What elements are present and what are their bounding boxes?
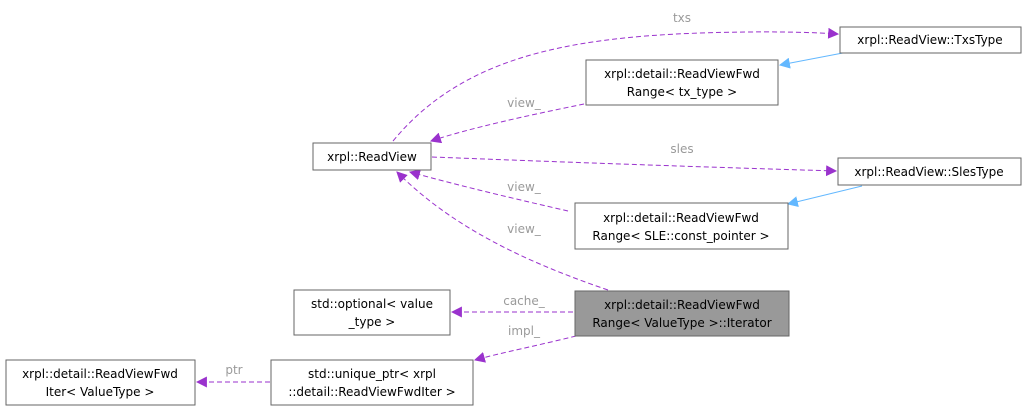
node-txs-type[interactable]: xrpl::ReadView::TxsType [839, 26, 1022, 54]
edge-sles [431, 156, 838, 177]
node-optional-line-2: _type > [348, 315, 396, 329]
edge-view-sle [408, 169, 569, 212]
node-optional-value-type[interactable]: std::optional< value _type > [293, 289, 451, 336]
node-unique-ptr-line-2: ::detail::ReadViewFwdIter > [288, 385, 455, 399]
node-iterator-line-2: Range< ValueType >::Iterator [592, 316, 771, 330]
edge-label-view-sle: view_ [507, 180, 542, 194]
edge-view-iter [396, 171, 609, 291]
node-sles-type[interactable]: xrpl::ReadView::SlesType [837, 157, 1022, 186]
edge-label-ptr: ptr [225, 363, 242, 377]
node-sles-type-line-1: xrpl::ReadView::SlesType [854, 165, 1003, 179]
node-read-view[interactable]: xrpl::ReadView [312, 142, 432, 171]
edge-label-view-tx: view_ [507, 96, 542, 110]
node-range-tx-type-line-2: Range< tx_type > [627, 85, 737, 99]
node-unique-ptr[interactable]: std::unique_ptr< xrpl ::detail::ReadView… [270, 359, 474, 406]
node-fwd-iter-line-1: xrpl::detail::ReadViewFwd [22, 367, 178, 381]
edge-label-impl: impl_ [508, 324, 541, 338]
node-unique-ptr-line-1: std::unique_ptr< xrpl [308, 367, 436, 381]
node-range-tx-type-line-1: xrpl::detail::ReadViewFwd [604, 67, 760, 81]
node-range-sle-pointer-line-2: Range< SLE::const_pointer > [592, 229, 769, 243]
node-txs-type-line-1: xrpl::ReadView::TxsType [857, 33, 1002, 47]
edge-txs [392, 27, 840, 142]
node-iterator-current[interactable]: xrpl::detail::ReadViewFwd Range< ValueTy… [574, 290, 790, 337]
node-range-sle-pointer[interactable]: xrpl::detail::ReadViewFwd Range< SLE::co… [574, 202, 789, 250]
edge-inherit-sles [786, 185, 863, 208]
edge-label-sles: sles [670, 142, 693, 156]
edge-impl [473, 335, 577, 363]
node-range-tx-type[interactable]: xrpl::detail::ReadViewFwd Range< tx_type… [585, 59, 779, 106]
node-fwd-iter-line-2: Iter< ValueType > [46, 385, 155, 399]
node-read-view-line-1: xrpl::ReadView [327, 150, 417, 164]
node-fwd-iter[interactable]: xrpl::detail::ReadViewFwd Iter< ValueTyp… [5, 359, 196, 406]
edge-labels: txs view_ sles view_ view_ cache_ impl_ … [225, 11, 693, 377]
edge-label-view-iter: view_ [507, 222, 542, 236]
edges [195, 27, 863, 388]
edge-view-tx [429, 103, 585, 144]
node-range-sle-pointer-line-1: xrpl::detail::ReadViewFwd [603, 211, 759, 225]
edge-inherit-txs [778, 51, 849, 69]
node-iterator-line-1: xrpl::detail::ReadViewFwd [604, 298, 760, 312]
edge-label-txs: txs [673, 11, 691, 25]
edge-label-cache: cache_ [503, 294, 546, 308]
node-optional-line-1: std::optional< value [311, 297, 433, 311]
